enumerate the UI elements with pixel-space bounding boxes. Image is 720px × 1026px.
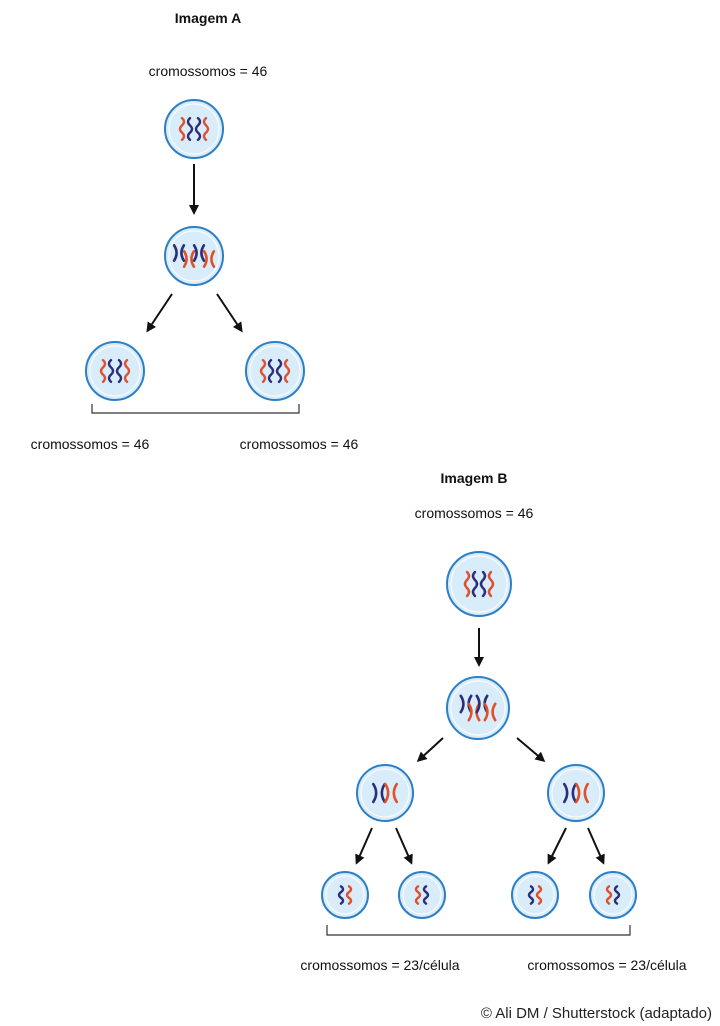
- chromosomes: [178, 116, 210, 142]
- chromosomes: [414, 885, 430, 905]
- image-a-left-count: cromossomos = 46: [31, 436, 150, 452]
- chromosomes: [337, 885, 353, 905]
- chromosomes: [459, 694, 497, 722]
- arrow-b-3: [516, 737, 546, 762]
- image-b-title: Imagem B: [441, 470, 508, 486]
- arrow-b-7: [587, 827, 605, 865]
- image-b-arrows: [355, 628, 605, 865]
- image-a-bracket: [91, 404, 300, 414]
- cell-a-parent: [164, 99, 224, 159]
- image-a-right-count: cromossomos = 46: [240, 436, 359, 452]
- arrow-b-5: [395, 827, 413, 865]
- arrow-b-2: [416, 737, 444, 763]
- image-b-left-count: cromossomos = 23/célula: [300, 957, 459, 973]
- image-b-bracket: [326, 925, 631, 936]
- arrow-a-2: [146, 293, 173, 333]
- chromosomes: [259, 358, 291, 384]
- cells: [85, 99, 637, 919]
- chromosomes: [463, 570, 495, 598]
- chromosomes: [172, 244, 216, 268]
- cell-b-parent: [446, 551, 512, 617]
- cell-b-metaphase: [446, 676, 510, 740]
- chromosomes: [527, 885, 543, 905]
- arrow-a-3: [216, 293, 243, 333]
- cell-a-daughter-left: [85, 341, 145, 401]
- image-credit: © Ali DM / Shutterstock (adaptado): [481, 1005, 712, 1022]
- cell-b-gamete-1: [321, 871, 369, 919]
- image-a-top-count: cromossomos = 46: [149, 63, 268, 79]
- cell-a-metaphase: [164, 226, 224, 286]
- chromosomes: [371, 782, 399, 804]
- image-b-top-count: cromossomos = 46: [415, 505, 534, 521]
- cell-b-gamete-3: [511, 871, 559, 919]
- arrow-b-6: [547, 827, 567, 865]
- cell-a-daughter-right: [245, 341, 305, 401]
- chromosomes: [605, 885, 621, 905]
- image-a-title: Imagem A: [175, 10, 241, 26]
- chromosomes: [562, 782, 590, 804]
- arrow-b-4: [355, 827, 373, 865]
- cell-b-gamete-2: [398, 871, 446, 919]
- cell-b-gamete-4: [589, 871, 637, 919]
- chromosomes: [99, 358, 131, 384]
- image-b-right-count: cromossomos = 23/célula: [527, 957, 686, 973]
- cell-b-meiosis1-left: [356, 764, 414, 822]
- image-a-arrows: [146, 164, 243, 333]
- cell-b-meiosis1-right: [547, 764, 605, 822]
